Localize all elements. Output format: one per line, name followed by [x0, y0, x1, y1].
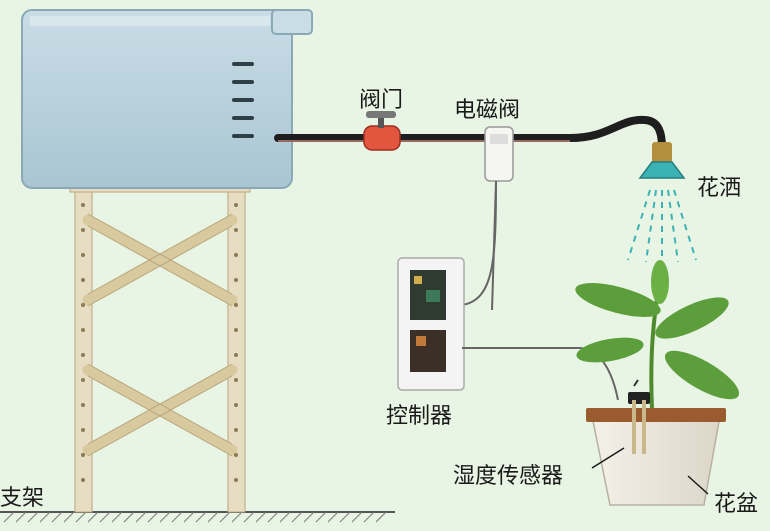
flower-pot-label: 花盆	[714, 492, 759, 517]
humidity-sensor-label: 湿度传感器	[453, 464, 564, 489]
humidity-sensor	[628, 379, 650, 454]
water-tank	[21, 9, 313, 189]
sprinkler	[627, 142, 697, 266]
solenoid-valve-label: 电磁阀	[454, 98, 521, 123]
leader-lines	[591, 447, 709, 495]
valve-label: 阀门	[359, 88, 404, 113]
plant	[575, 260, 740, 411]
ground	[0, 511, 395, 523]
controller-label: 控制器	[386, 404, 453, 429]
valve	[363, 111, 401, 151]
stand-label: 支架	[0, 486, 45, 511]
stand	[69, 177, 251, 513]
water-pipe	[274, 115, 666, 152]
flower-pot	[586, 408, 726, 506]
sprinkler-label: 花洒	[697, 176, 742, 201]
solenoid-valve	[461, 126, 514, 311]
controller	[397, 257, 619, 401]
